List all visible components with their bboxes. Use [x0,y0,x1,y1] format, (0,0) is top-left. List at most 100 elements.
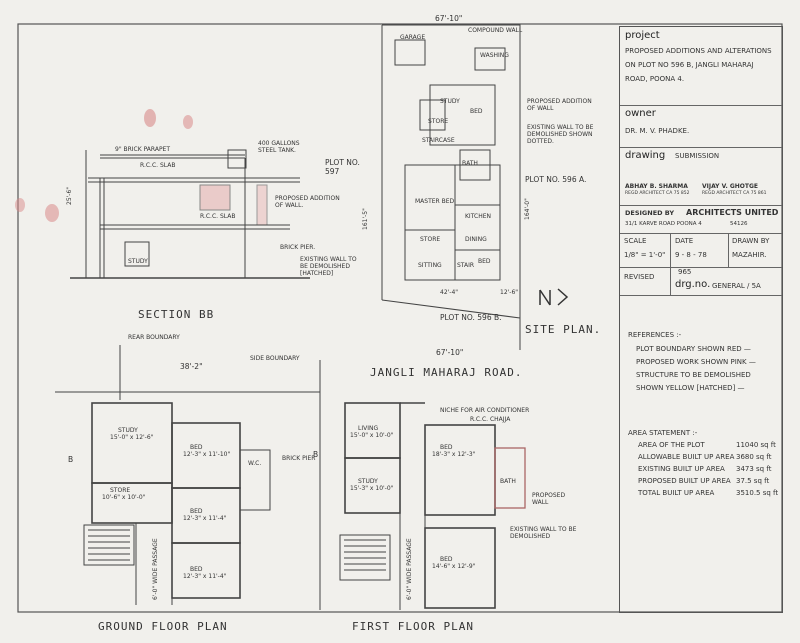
gf-bed1-label: BED [190,444,203,451]
master-bed-label: MASTER BED [415,198,455,205]
architect2-name: VIJAY V. GHOTGE [702,183,759,190]
architect1-reg: REGD ARCHITECT CA 75 852 [625,191,690,196]
brick-pier-label: BRICK PIER. [280,244,316,251]
ff-study-label: STUDY [358,478,378,485]
ff-living-label: LIVING [358,425,379,432]
ff-bath-label: BATH [500,478,516,485]
site-width-dim: 42'-4" [440,289,459,296]
drawing-value: SUBMISSION [675,152,720,160]
firm-name: ARCHITECTS UNITED [686,208,779,217]
section-room-label: STUDY [128,258,148,265]
parapet-label: 9" BRICK PARAPET [115,146,171,153]
site-bath-label: BATH [462,160,478,167]
drg-label: drg.no. [675,279,711,290]
meta-cell: SCALE 1/8" = 1'-0" DATE 9 - 8 - 78 DRAWN… [620,233,782,268]
project-line3: ROAD, POONA 4. [625,75,685,83]
designed-cell: DESIGNED BY ARCHITECTS UNITED 31/1 KARVE… [620,205,782,234]
site-side-dim2: 164'-0" [524,198,531,220]
scale-label: SCALE [624,237,647,245]
plot-596a-label: PLOT NO. 596 A. [525,175,587,184]
gf-store-label: STORE [110,487,131,494]
project-cell: project PROPOSED ADDITIONS AND ALTERATIO… [620,27,782,106]
first-floor-title: FIRST FLOOR PLAN [352,620,474,633]
area-row-label: ALLOWABLE BUILT UP AREA [638,453,735,461]
project-line1: PROPOSED ADDITIONS AND ALTERATIONS [625,47,772,55]
ff-study-dim: 15'-3" x 10'-0" [350,485,394,492]
site-store2-label: STORE [420,236,441,243]
gf-study-label: STUDY [118,427,138,434]
ff-passage-label: 6'-0" WIDE PASSAGE [406,538,413,600]
road-name: JANGLI MAHARAJ ROAD. [370,366,523,379]
ff-living-dim: 15'-0" x 10'-0" [350,432,394,439]
plot-597-label: PLOT NO. 597 [325,158,360,176]
site-bottom-dim: 67'-10" [436,348,464,357]
site-width-dim2: 12'-6" [500,289,519,296]
date-value: 9 - 8 - 78 [675,251,707,259]
slab-label: R.C.C. SLAB [140,162,176,169]
ground-floor-plan [55,345,321,610]
stain [183,115,193,129]
site-store-label: STORE [428,118,449,125]
area-row-value: 3510.5 sq ft [736,489,779,497]
architect2-reg: REGD ARCHITECT CA 75 861 [702,191,767,196]
firm-phone: 54126 [730,221,748,227]
gf-brick-pier-label: BRICK PIER [282,455,316,462]
section-height: 25'-6" [66,186,73,205]
side-boundary-label: SIDE BOUNDARY [250,355,300,362]
stain [144,109,156,127]
ground-width-dim: 38'-2" [180,362,203,371]
drawing-cell: drawing SUBMISSION ABHAY B. SHARMA REGD … [620,147,782,206]
area-row-value: 3680 sq ft [736,453,772,461]
scale-value: 1/8" = 1'-0" [624,251,666,259]
site-existing-label: EXISTING WALL TO BE DEMOLISHED SHOWN DOT… [527,124,594,145]
gf-section-b: B [68,455,74,464]
owner-cell: owner DR. M. V. PHADKE. [620,105,782,148]
kitchen-label: KITCHEN [465,213,491,220]
owner-heading: owner [625,108,656,119]
proposed-wall-label: PROPOSED ADDITION OF WALL. [275,195,340,209]
ff-bed1-dim: 18'-3" x 12'-3" [432,451,476,458]
existing-wall-label: EXISTING WALL TO BE DEMOLISHED [HATCHED] [300,256,357,277]
washing-label: WASHING [480,52,509,59]
site-bed-label: BED [470,108,483,115]
site-top-dim: 67'-10" [435,14,463,23]
gf-bed1-dim: 12'-3" x 11'-10" [183,451,231,458]
gf-study-dim: 15'-0" x 12'-6" [110,434,154,441]
references-cell: REFERENCES :- PLOT BOUNDARY SHOWN RED — … [620,295,782,392]
area-row-label: TOTAL BUILT UP AREA [638,489,715,497]
area-row-value: 3473 sq ft [736,465,772,473]
compound-wall-label: COMPOUND WALL [468,27,523,34]
designed-by-label: DESIGNED BY [625,209,675,217]
area-row-label: AREA OF THE PLOT [638,441,705,449]
references-heading: REFERENCES :- [628,331,682,339]
ff-bed2-label: BED [440,556,453,563]
title-block: project PROPOSED ADDITIONS AND ALTERATIO… [619,26,783,613]
section-bb [70,149,310,279]
ff-bed1-label: BED [440,444,453,451]
garage-label: GARAGE [400,34,426,41]
architect1-name: ABHAY B. SHARMA [625,183,688,190]
plot-596b-label: PLOT NO. 596 B. [440,313,502,322]
drg-number: 965 [678,268,692,276]
site-staircase-label: STAIRCASE [422,137,455,144]
reference-item: PLOT BOUNDARY SHOWN RED — [636,345,751,353]
tank-label: 400 GALLONS STEEL TANK. [258,140,300,154]
site-plan [381,24,521,350]
area-row-label: PROPOSED BUILT UP AREA [638,477,731,485]
gf-passage-label: 6'-0" WIDE PASSAGE [152,538,159,600]
ff-niche-label: NICHE FOR AIR CONDITIONER [440,407,530,414]
ff-section-b: B [313,450,319,459]
area-row-value: 11040 sq ft [736,441,776,449]
ground-floor-title: GROUND FLOOR PLAN [98,620,228,633]
site-study-label: STUDY [440,98,460,105]
project-heading: project [625,30,660,41]
gf-bed3-label: BED [190,566,203,573]
reference-item: PROPOSED WORK SHOWN PINK — [636,358,756,366]
date-label: DATE [675,237,694,245]
ff-proposed-label: PROPOSED WALL [532,492,566,506]
ff-chajja-label: R.C.C. CHAJJA [470,416,511,423]
north-arrow-icon [539,288,569,306]
reference-item: SHOWN YELLOW [HATCHED] — [636,384,745,392]
